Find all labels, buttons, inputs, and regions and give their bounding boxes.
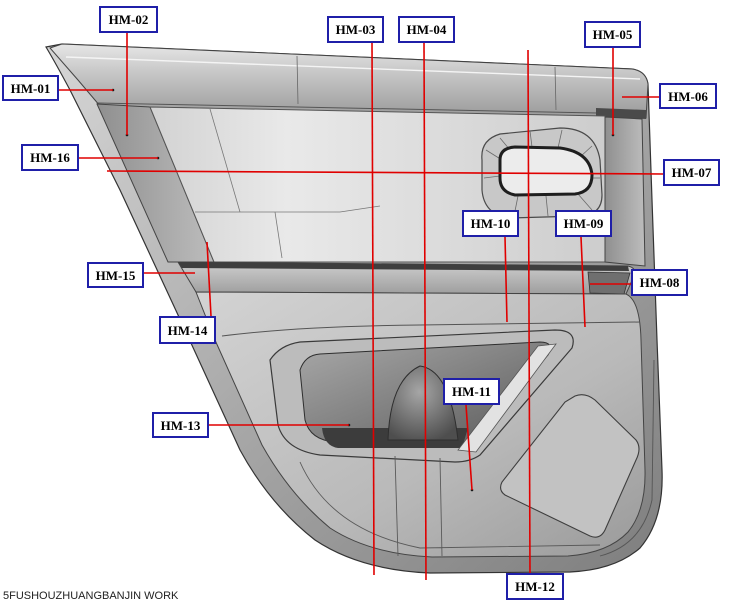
handle-bezel-ribs [483,129,600,217]
leader-line-hm-11 [465,404,473,491]
callout-hm-07: HM-07 [663,159,720,186]
top-rail-seam [296,55,557,111]
callout-hm-03: HM-03 [327,16,384,43]
belt-strip-end-cap [587,271,631,295]
map-pocket-outline [299,455,601,557]
callout-hm-09: HM-09 [555,210,612,237]
callout-hm-05: HM-05 [584,21,641,48]
leader-lines [59,33,664,581]
rim-inner-curve [599,359,655,557]
callout-hm-13: HM-13 [152,412,209,438]
leader-line-hm-07 [106,170,664,175]
leader-line-hm-12 [527,49,531,574]
leader-line-hm-10 [504,236,508,323]
speaker-cover [499,394,640,538]
callout-hm-02: HM-02 [99,6,158,33]
leader-line-hm-14 [206,241,212,317]
leader-line-hm-03 [371,42,375,576]
handle-opening [498,145,594,197]
callout-hm-10: HM-10 [462,210,519,237]
lower-panel-ridge [221,321,641,337]
glass-seams [195,108,381,259]
right-pillar [604,116,646,267]
callout-hm-11: HM-11 [443,378,500,405]
footer-credit: 5FUSHOUZHUANGBANJIN WORK [3,590,179,602]
grip-dome [387,365,459,441]
callout-hm-08: HM-08 [631,269,688,296]
leader-line-hm-04 [423,42,427,581]
pull-handle-bar [457,343,557,453]
callout-hm-14: HM-14 [159,316,216,344]
callout-hm-16: HM-16 [21,144,79,171]
callout-hm-04: HM-04 [398,16,455,43]
callout-hm-12: HM-12 [506,573,564,600]
belt-strip-dark-band [178,262,629,271]
top-rail-crease [65,56,641,80]
leader-line-hm-09 [580,236,586,328]
callout-hm-01: HM-01 [2,75,59,101]
callout-hm-06: HM-06 [659,83,717,109]
callout-hm-15: HM-15 [87,262,144,288]
upper-right-dark-strip [596,108,646,119]
